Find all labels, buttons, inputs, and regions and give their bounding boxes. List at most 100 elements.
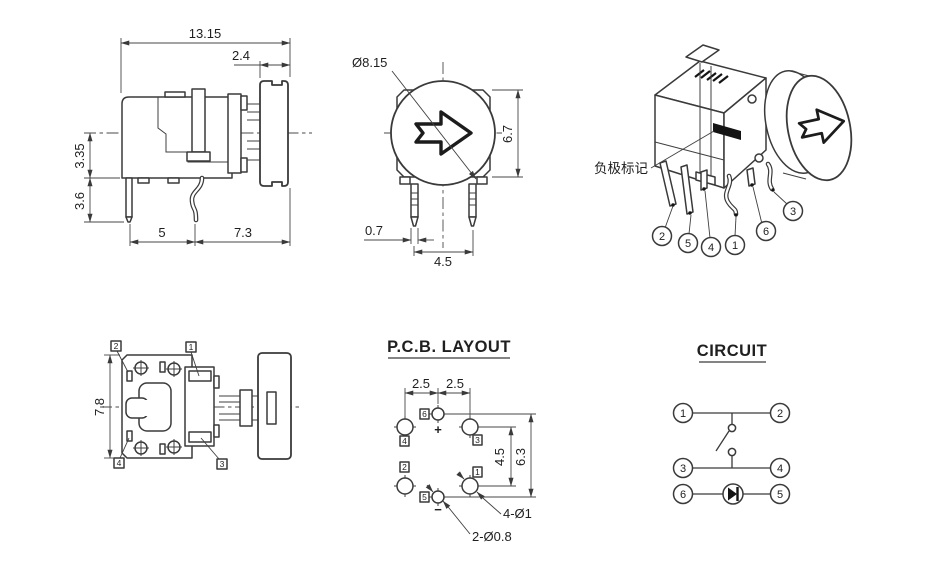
callout-pin-3: 3 xyxy=(790,206,796,218)
circuit-title: CIRCUIT xyxy=(697,342,767,360)
side-switch-nose xyxy=(227,93,242,174)
front-tab-left xyxy=(399,176,411,185)
terminal-6: 6 xyxy=(680,489,686,501)
callout-pin-6: 6 xyxy=(763,226,769,238)
dim-side-total-width: 13.15 xyxy=(120,26,291,93)
iso-arrow-icon xyxy=(797,108,846,144)
pcb-hole-3 xyxy=(461,418,479,436)
iso-view: 负极标记 2 5 4 1 6 3 xyxy=(594,44,853,258)
pcb-hole-4 xyxy=(396,418,414,436)
callout-pin-4: 4 xyxy=(708,242,714,254)
dim-front-body-height: 6.7 xyxy=(492,89,523,178)
circuit-view: CIRCUIT 1 2 3 xyxy=(672,342,791,505)
circuit-led-symbol xyxy=(722,483,744,505)
hole-label-3: 3 xyxy=(475,435,480,445)
dim-label-total-width: 13.15 xyxy=(189,26,222,41)
callout-pin-5: 5 xyxy=(685,238,691,250)
pad-label-2: 2 xyxy=(114,341,119,351)
pcb-hole-6 xyxy=(431,407,445,421)
terminal-4: 4 xyxy=(777,463,783,475)
note-small-holes: 2-Ø0.8 xyxy=(472,529,512,544)
pad-label-1: 1 xyxy=(189,342,194,352)
pcb-large-hole-note: 4-Ø1 xyxy=(456,471,532,521)
iso-pins xyxy=(659,160,775,217)
bottom-shaft xyxy=(219,389,258,427)
bottom-plate-details xyxy=(125,360,182,456)
front-arrow-icon xyxy=(414,110,473,156)
dim-label-pitch-left: 2.5 xyxy=(412,376,430,391)
front-tab-right xyxy=(476,176,488,185)
iso-negative-mark-label: 负极标记 xyxy=(594,130,715,176)
iso-housing xyxy=(654,44,767,189)
front-pin-left xyxy=(410,183,419,227)
iso-rivet-bottom xyxy=(754,153,764,163)
terminal-1: 1 xyxy=(680,408,686,420)
dim-side-pin-spacing: 5 7.3 xyxy=(129,188,291,246)
dim-label-pin-length: 3.6 xyxy=(72,192,87,210)
callout-pin-1: 1 xyxy=(732,240,738,252)
hole-label-2: 2 xyxy=(402,462,407,472)
pcb-minus-sign: − xyxy=(434,502,442,517)
dim-label-center-height: 3.35 xyxy=(72,143,87,168)
iso-rivet-top xyxy=(747,94,757,104)
bottom-view: 7.8 2 1 4 3 xyxy=(92,340,300,470)
pcb-hole-5 xyxy=(431,490,445,504)
terminal-2: 2 xyxy=(777,408,783,420)
pcb-layout-view: P.C.B. LAYOUT 6 4 3 2 1 xyxy=(387,338,536,544)
pcb-plus-sign: + xyxy=(434,422,442,437)
pcb-holes xyxy=(394,405,481,506)
hole-label-6: 6 xyxy=(422,409,427,419)
side-nose-tab-top xyxy=(240,95,248,111)
dim-front-pin-width: 0.7 xyxy=(364,223,434,244)
hole-label-1: 1 xyxy=(475,467,480,477)
side-button-cap xyxy=(259,80,289,187)
terminal-5: 5 xyxy=(777,489,783,501)
dim-label-cap-offset: 7.3 xyxy=(234,225,252,240)
dim-label-pitch-right: 2.5 xyxy=(446,376,464,391)
pcb-hole-labels: 6 4 3 2 1 5 + − xyxy=(399,408,483,517)
hole-label-4: 4 xyxy=(402,436,407,446)
bottom-switch-body xyxy=(184,366,220,447)
hole-label-5: 5 xyxy=(422,492,427,502)
bottom-pad-callouts: 2 1 4 3 xyxy=(110,340,228,470)
iso-pin-callouts: 2 5 4 1 6 3 xyxy=(651,186,804,258)
pcb-hole-1 xyxy=(461,477,479,495)
dim-label-bottom-height: 7.8 xyxy=(92,398,107,416)
dim-bottom-body-height: 7.8 xyxy=(92,354,120,459)
callout-pin-2: 2 xyxy=(659,231,665,243)
dim-side-cap-width: 2.4 xyxy=(232,48,291,78)
terminal-3: 3 xyxy=(680,463,686,475)
front-pin-right xyxy=(468,183,477,227)
pad-label-3: 3 xyxy=(220,459,225,469)
dim-pcb-total-span: 6.3 xyxy=(446,413,536,498)
dim-label-pin-pitch: 4.5 xyxy=(434,254,452,269)
pcb-small-hole-note: 2-Ø0.8 xyxy=(425,484,512,544)
side-shaft-lines xyxy=(247,103,260,161)
pcb-layout-title: P.C.B. LAYOUT xyxy=(387,338,511,356)
dim-label-body-height: 6.7 xyxy=(500,125,515,143)
dim-label-pin-spacing: 5 xyxy=(158,225,165,240)
iso-button-cap xyxy=(763,70,853,182)
side-housing-details xyxy=(137,88,232,184)
front-view: Ø8.15 6.7 0.7 4.5 xyxy=(352,55,523,269)
side-pin-bent xyxy=(189,175,205,223)
note-large-holes: 4-Ø1 xyxy=(503,506,532,521)
side-nose-tab-bottom xyxy=(240,157,248,173)
pad-label-4: 4 xyxy=(117,458,122,468)
dim-pcb-row-spacing: 4.5 xyxy=(480,426,516,487)
side-housing-body xyxy=(121,96,233,179)
iso-negative-mark-stripe xyxy=(713,123,741,140)
dim-side-pin-length: 3.6 xyxy=(72,177,124,223)
dim-label-pin-width: 0.7 xyxy=(365,223,383,238)
iso-top-ribs xyxy=(694,69,729,84)
circuit-switch-symbol xyxy=(715,413,737,468)
negative-mark-text: 负极标记 xyxy=(594,161,648,176)
dim-pcb-pitch: 2.5 2.5 xyxy=(404,376,471,418)
circuit-terminals: 1 2 3 4 6 5 xyxy=(672,402,791,505)
dim-front-cap-diameter: Ø8.15 xyxy=(352,55,477,180)
bottom-cap-slot xyxy=(266,391,277,425)
dim-label-cap-diameter: Ø8.15 xyxy=(352,55,387,70)
dim-front-pin-pitch: 4.5 xyxy=(413,230,474,269)
